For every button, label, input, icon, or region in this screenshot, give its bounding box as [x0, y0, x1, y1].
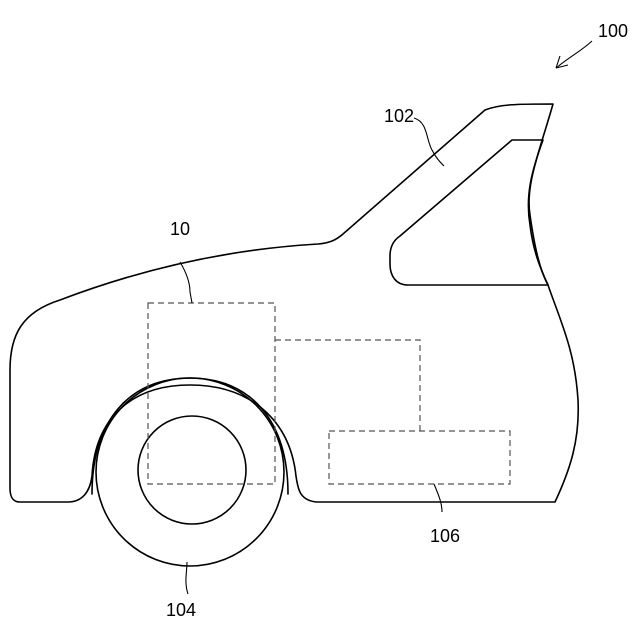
wheel-hub	[138, 416, 246, 524]
label-wheel: 104	[166, 600, 196, 620]
unit-box	[329, 431, 510, 484]
label-body: 102	[384, 106, 414, 126]
unit-leader	[434, 484, 442, 512]
label-device: 10	[170, 219, 190, 239]
device-box	[148, 303, 275, 484]
label-vehicle: 100	[598, 21, 628, 41]
vehicle-arrow	[556, 41, 592, 68]
label-unit: 106	[430, 526, 460, 546]
wheel-arch	[92, 378, 288, 494]
side-window	[390, 140, 548, 285]
device-leader	[180, 262, 192, 303]
wheel-leader	[186, 562, 188, 594]
connection-line	[275, 340, 420, 431]
vehicle-body-outline	[10, 104, 578, 502]
